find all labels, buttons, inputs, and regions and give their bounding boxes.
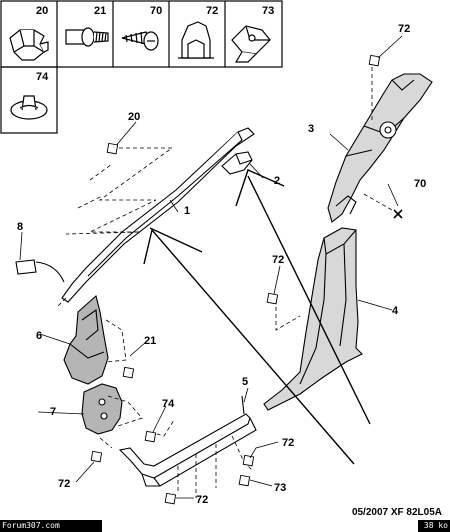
part-7-trim [81,383,123,435]
callout-5: 5 [242,376,248,388]
part-2-cover [221,151,253,175]
part-4-lower-b-pillar [263,227,363,411]
drawing-reference: 05/2007 XF 82L05A [351,507,442,518]
callout-72-middle: 72 [272,254,284,266]
callout-20: 20 [128,111,140,123]
legend-table [0,0,283,134]
callout-72-bottom: 72 [196,494,208,506]
legend-label-72: 72 [206,5,218,17]
footer-bar: 05/2007 XF 82L05A Forum307.com 38 ko [0,507,450,532]
callout-73: 73 [274,482,286,494]
legend-label-73: 73 [262,5,274,17]
callout-72-right: 72 [282,437,294,449]
part-8-pad [15,259,65,283]
file-size: 38 ko [418,520,450,532]
pointer-lines [143,169,371,465]
legend-label-21: 21 [94,5,106,17]
screw-marker-70 [393,209,403,219]
callout-4: 4 [392,305,399,317]
callout-7: 7 [50,406,56,418]
part-3-upper-b-pillar [327,73,433,223]
push-rivet-icon [10,95,48,120]
callout-6: 6 [36,330,42,342]
self-tapping-screw-icon [121,31,159,51]
callout-8: 8 [17,221,23,233]
part-5-sill-trim [118,395,257,487]
fixing-squares [90,54,381,505]
screw-icon [65,27,109,47]
callout-70: 70 [414,178,426,190]
callout-72-left: 72 [58,478,70,490]
callout-74: 74 [162,398,175,410]
part-6-trim [63,294,109,385]
callout-2: 2 [274,175,280,187]
leader-lines [19,121,399,435]
callout-21: 21 [144,335,156,347]
part-1-pillar-trim [61,127,255,303]
callout-1: 1 [184,205,190,217]
plastic-clip-icon [178,21,214,59]
callout-72-top: 72 [398,23,410,35]
legend-label-74: 74 [36,71,49,83]
legend-label-70: 70 [150,5,162,17]
legend-label-20: 20 [36,5,48,17]
bracket-clip-icon [231,25,271,63]
square-leaders [75,35,403,499]
site-watermark: Forum307.com [0,520,102,532]
callout-3: 3 [308,123,314,135]
assembly-dashed-lines [57,60,393,498]
clip-icon [9,29,49,61]
